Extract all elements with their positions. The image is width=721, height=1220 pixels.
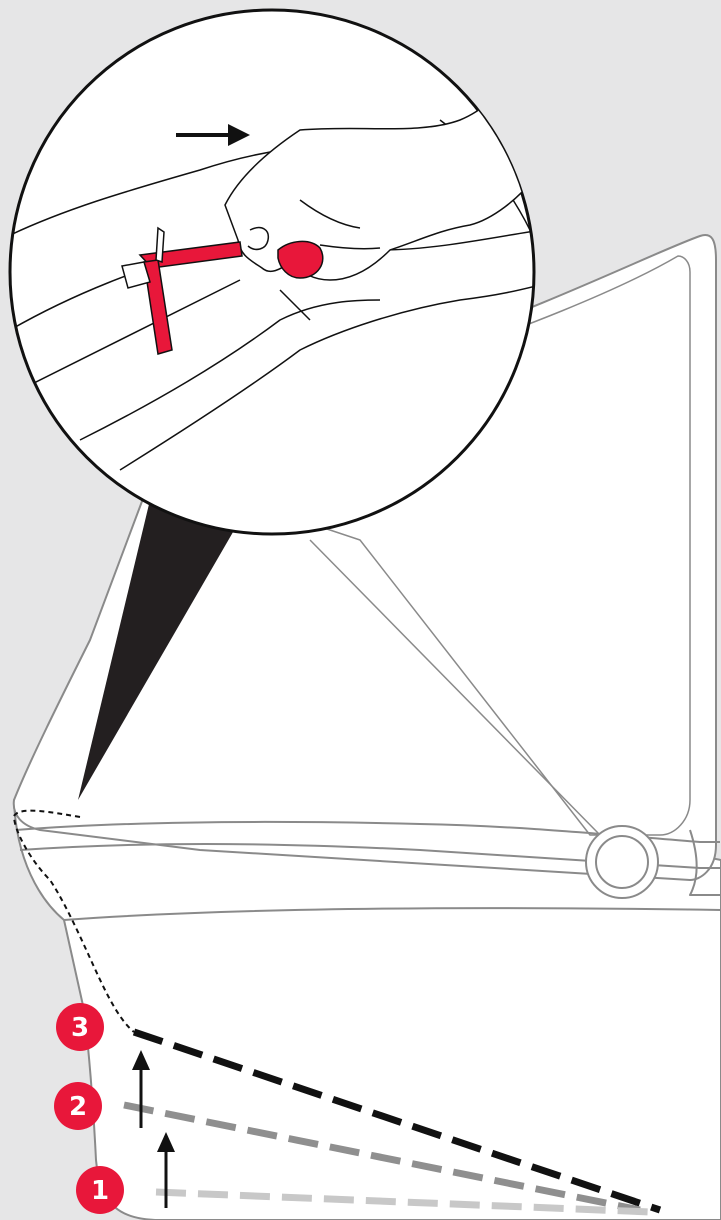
canopy-hinge-inner: [596, 836, 648, 888]
step-badge-1: 1: [76, 1166, 124, 1214]
zoom-detail-circle: [0, 10, 540, 534]
step-label-2: 2: [69, 1092, 87, 1122]
strap-clip: [156, 228, 164, 262]
step-label-1: 1: [91, 1176, 109, 1206]
step-badge-3: 3: [56, 1003, 104, 1051]
step-label-3: 3: [71, 1013, 89, 1043]
step-badge-2: 2: [54, 1082, 102, 1130]
